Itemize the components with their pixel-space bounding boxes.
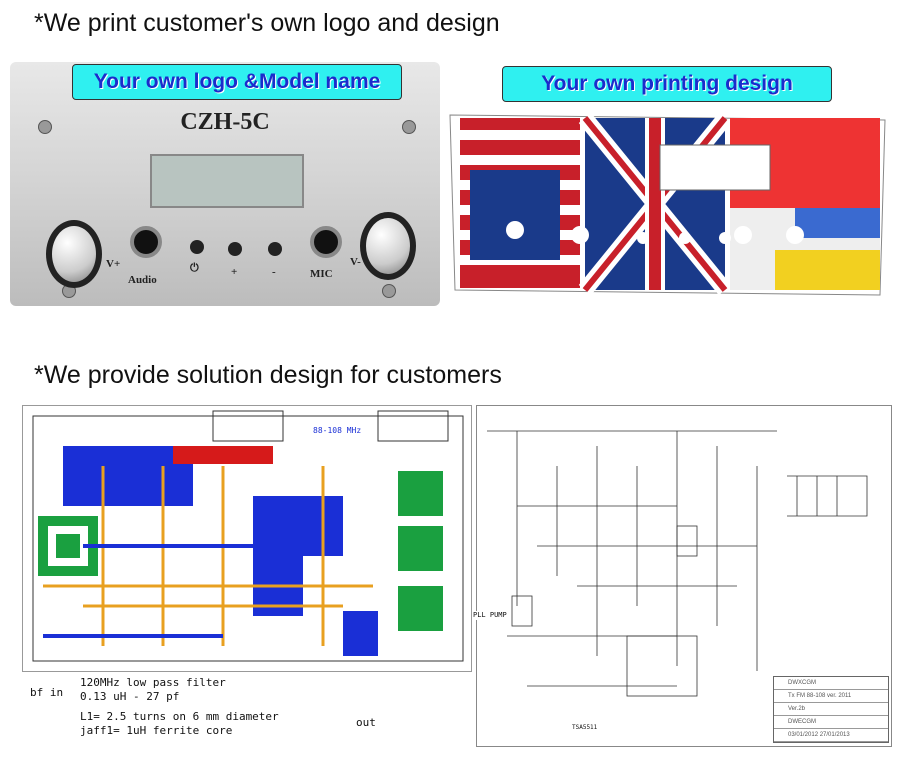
- lcd-display: [150, 154, 304, 208]
- pcb-layout: 88-108 MHz: [22, 405, 472, 672]
- title-block: DWXCGM Tx FM 88-108 ver. 2011 Ver.2b DWE…: [773, 676, 889, 743]
- bf-in-label: bf in: [30, 686, 64, 699]
- note-line: 0.13 uH - 27 pf: [80, 690, 180, 703]
- circuit-schematic: PLL PUMP TSA5511 DWXCGM Tx FM 88-108 ver…: [473, 405, 892, 747]
- transmitter-photo: CZH-5C V+ Audio ⏻ + - MIC V-: [10, 62, 440, 306]
- volume-knob-left: [46, 220, 102, 288]
- volume-knob-right: [360, 212, 416, 280]
- schematic-artwork: [487, 430, 868, 697]
- printing-design-tag: Your own printing design: [502, 66, 832, 102]
- heading-solution-design: *We provide solution design for customer…: [34, 361, 502, 389]
- minus-button: [268, 242, 282, 256]
- flag-artwork: [449, 112, 886, 296]
- audio-jack: [130, 226, 162, 258]
- model-name: CZH-5C: [180, 109, 270, 135]
- title-block-row: Tx FM 88-108 ver. 2011: [774, 690, 888, 703]
- label-audio: Audio: [128, 274, 157, 286]
- label-power: ⏻: [190, 262, 199, 274]
- pcb-header-text: 88-108 MHz: [313, 426, 362, 435]
- pcb-artwork: [32, 410, 464, 662]
- plus-button: [228, 242, 242, 256]
- screw: [38, 120, 52, 134]
- chip-label: TSA5511: [572, 724, 598, 731]
- label-plus: +: [231, 266, 238, 278]
- out-label: out: [356, 716, 376, 729]
- label-minus: -: [272, 266, 276, 278]
- logo-model-tag: Your own logo &Model name: [72, 64, 402, 100]
- filter-notes: 120MHz low pass filter 0.13 uH - 27 pf L…: [80, 676, 279, 738]
- flag-print-panel: [445, 110, 890, 300]
- label-vplus: V+: [106, 258, 121, 270]
- screw: [402, 120, 416, 134]
- title-block-row: Ver.2b: [774, 703, 888, 716]
- title-block-row: DWXCGM: [774, 677, 888, 690]
- note-line: 120MHz low pass filter: [80, 676, 226, 689]
- screw: [382, 284, 396, 298]
- mic-jack: [310, 226, 342, 258]
- pll-pump-label: PLL PUMP: [473, 611, 507, 620]
- heading-logo-printing: *We print customer's own logo and design: [34, 9, 500, 37]
- note-line: jaff1= 1uH ferrite core: [80, 724, 233, 737]
- title-block-row: DWECGM: [774, 716, 888, 729]
- title-block-row: 03/01/2012 27/01/2013: [774, 729, 888, 742]
- label-mic: MIC: [310, 268, 333, 280]
- note-line: L1= 2.5 turns on 6 mm diameter: [80, 710, 279, 723]
- label-vminus: V-: [350, 256, 361, 268]
- power-button: [190, 240, 204, 254]
